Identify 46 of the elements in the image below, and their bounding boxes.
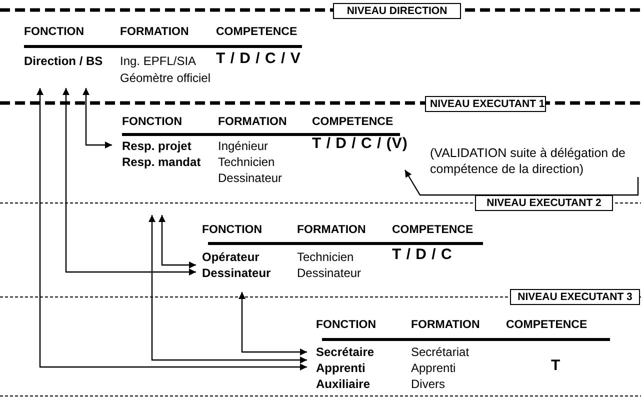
arrow xyxy=(238,292,307,356)
training-label: Dessinateur xyxy=(218,170,282,186)
column-header: COMPETENCE xyxy=(392,223,474,238)
column-header: COMPETENCE xyxy=(216,25,298,40)
arrow xyxy=(148,215,307,364)
column-header: COMPETENCE xyxy=(506,318,588,333)
arrow xyxy=(62,88,196,276)
training-label: Technicien xyxy=(297,249,354,265)
column-header: FORMATION xyxy=(297,223,366,238)
leader-arrow xyxy=(404,170,639,196)
column-header: FONCTION xyxy=(202,223,262,238)
column-header: FORMATION xyxy=(218,115,287,130)
level-label: NIVEAU EXECUTANT 1 xyxy=(425,96,546,112)
arrow xyxy=(158,215,196,268)
level-label: NIVEAU EXECUTANT 2 xyxy=(475,195,613,211)
competence-code: T / D / C xyxy=(392,247,452,263)
role-name: Dessinateur xyxy=(202,265,271,281)
competence-code: T / D / C / V xyxy=(216,51,301,67)
role-name: Resp. mandat xyxy=(122,154,201,170)
training-label: Divers xyxy=(411,376,446,392)
competence-code: T xyxy=(551,358,561,374)
training-label: Géomètre officiel xyxy=(120,70,210,86)
note-text: (VALIDATION suite à délégation de compétence de la direction) xyxy=(430,145,641,177)
training-label: Secrétariat xyxy=(411,344,470,360)
level-label: NIVEAU EXECUTANT 3 xyxy=(510,289,640,305)
competence-code: T / D / C / (V) xyxy=(312,136,408,152)
role-name: Secrétaire xyxy=(316,344,374,360)
role-name: Direction / BS xyxy=(24,53,103,69)
arrow xyxy=(36,88,307,370)
column-header: FORMATION xyxy=(120,25,189,40)
column-header: FONCTION xyxy=(24,25,84,40)
role-name: Apprenti xyxy=(316,360,366,376)
column-header: COMPETENCE xyxy=(312,115,394,130)
training-label: Ingénieur xyxy=(218,138,268,154)
column-header: FORMATION xyxy=(411,318,480,333)
training-label: Dessinateur xyxy=(297,265,362,281)
training-label: Apprenti xyxy=(411,360,456,376)
role-name: Auxiliaire xyxy=(316,376,370,392)
training-label: Technicien xyxy=(218,154,275,170)
training-label: Ing. EPFL/SIA xyxy=(120,53,196,69)
role-name: Resp. projet xyxy=(122,138,192,154)
arrow xyxy=(82,88,112,148)
column-header: FONCTION xyxy=(122,115,182,130)
role-name: Opérateur xyxy=(202,249,260,265)
column-header: FONCTION xyxy=(316,318,376,333)
level-label: NIVEAU DIRECTION xyxy=(333,3,461,19)
